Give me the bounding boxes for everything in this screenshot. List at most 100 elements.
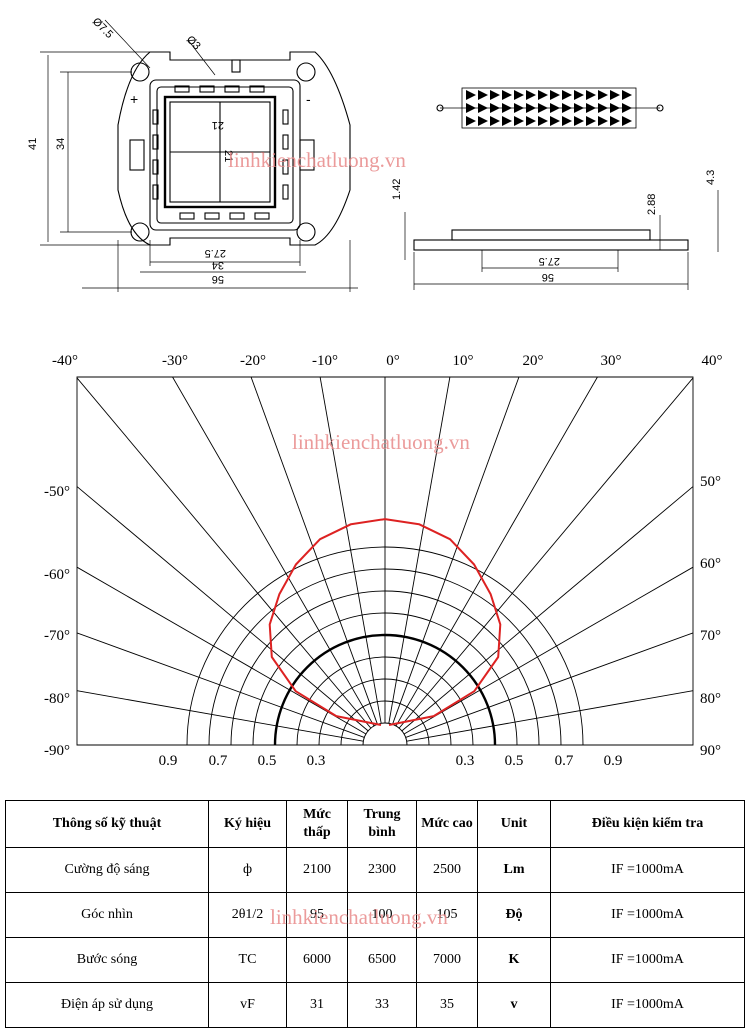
polar-spoke [76, 566, 367, 735]
dim-w-34: 34 [212, 259, 224, 271]
side-dim-43: 4.3 [705, 170, 717, 185]
col-header-symbol: Ký hiệu [208, 800, 287, 848]
angle-label-left: -70° [44, 628, 70, 644]
angle-label-right: 80° [700, 691, 721, 707]
polarity-plus: + [130, 91, 138, 107]
polar-spoke [405, 632, 694, 738]
polar-ring-reference [273, 633, 497, 746]
angle-label-right: 90° [700, 743, 721, 759]
dim-w-27: 27.5 [205, 247, 226, 259]
angle-label-right: 50° [700, 474, 721, 490]
cell-param: Góc nhìn [5, 892, 209, 938]
col-header-typ: Trung bình [347, 800, 417, 848]
cell-min: 2100 [286, 847, 348, 893]
cell-condition: IF =1000mA [550, 892, 745, 938]
polar-spoke [76, 377, 372, 729]
cell-typ: 2300 [347, 847, 417, 893]
cell-symbol: TC [208, 937, 287, 983]
diode-array [466, 90, 632, 126]
cell-max: 105 [416, 892, 478, 938]
cell-max: 35 [416, 982, 478, 1028]
cell-unit: Độ [477, 892, 551, 938]
polar-spoke [172, 376, 375, 727]
cell-min: 95 [286, 892, 348, 938]
polarity-minus: - [306, 91, 311, 107]
radial-label: 0.9 [159, 753, 178, 769]
cell-max: 7000 [416, 937, 478, 983]
col-header-condition: Điều kiện kiểm tra [550, 800, 745, 848]
polar-spoke [401, 486, 694, 732]
angle-label-top: -10° [312, 353, 338, 369]
polar-spoke [388, 376, 451, 724]
cell-condition: IF =1000mA [550, 982, 745, 1028]
polar-spoke [398, 377, 694, 729]
dim-h-outer: 41 [27, 138, 39, 150]
cell-symbol: ф [208, 847, 287, 893]
angle-label-right: 70° [700, 628, 721, 644]
col-header-min: Mức thấp [286, 800, 348, 848]
angle-label-top: 40° [702, 353, 723, 369]
side-dim-288: 2.88 [646, 194, 658, 215]
side-dim-56: 56 [542, 271, 554, 283]
polar-chart: -40°-30°-20°-10°0°10°20°30°40°-50°-60°-7… [44, 353, 723, 769]
angle-label-left: -60° [44, 567, 70, 583]
cell-symbol: 2θ1/2 [208, 892, 287, 938]
angle-label-top: -40° [52, 353, 78, 369]
watermark-bottom: linhkienchatluong.vn [270, 905, 448, 929]
radial-label: 0.3 [307, 753, 326, 769]
col-header-unit: Unit [477, 800, 551, 848]
polar-spoke [319, 376, 382, 724]
package-outline [117, 51, 351, 246]
spec-table: Thông số kỹ thuật Ký hiệu Mức thấp Trung… [5, 800, 745, 1028]
dim-sq-h: 21 [212, 119, 224, 131]
cell-condition: IF =1000mA [550, 937, 745, 983]
angle-label-left: -80° [44, 691, 70, 707]
intensity-curve [268, 518, 502, 726]
cell-unit: K [477, 937, 551, 983]
polar-spoke [392, 376, 520, 725]
angle-label-top: 30° [601, 353, 622, 369]
angle-label-left: -50° [44, 484, 70, 500]
watermark-top: linhkienchatluong.vn [228, 148, 406, 172]
cell-min: 31 [286, 982, 348, 1028]
angle-label-top: 0° [386, 353, 400, 369]
polar-spoke [76, 632, 365, 738]
cell-param: Cường độ sáng [5, 847, 209, 893]
angle-label-top: -30° [162, 353, 188, 369]
cell-min: 6000 [286, 937, 348, 983]
col-header-param: Thông số kỹ thuật [5, 800, 209, 848]
mechanical-drawing: Ø7.5 Ø3 41 34 21 21 27.5 34 56 + - 1.42 … [27, 16, 719, 292]
cell-unit: v [477, 982, 551, 1028]
dim-d2: Ø3 [184, 34, 203, 53]
angle-label-top: 20° [523, 353, 544, 369]
radial-label: 0.5 [505, 753, 524, 769]
cell-unit: Lm [477, 847, 551, 893]
cell-typ: 33 [347, 982, 417, 1028]
cell-typ: 6500 [347, 937, 417, 983]
radial-label: 0.7 [209, 753, 228, 769]
angle-label-top: 10° [453, 353, 474, 369]
radial-label: 0.5 [258, 753, 277, 769]
radial-label: 0.7 [555, 753, 574, 769]
cell-param: Bước sóng [5, 937, 209, 983]
side-view [404, 190, 719, 290]
side-dim-142: 1.42 [391, 179, 403, 200]
table-header-row: Thông số kỹ thuật Ký hiệu Mức thấp Trung… [5, 800, 745, 848]
angle-label-right: 60° [700, 556, 721, 572]
side-dim-275: 27.5 [539, 255, 560, 267]
dim-sq-v: 21 [222, 150, 234, 162]
dim-d1: Ø7.5 [90, 16, 115, 41]
polar-spoke [403, 566, 694, 735]
polar-spoke [250, 376, 378, 725]
angle-label-left: -90° [44, 743, 70, 759]
cell-condition: IF =1000mA [550, 847, 745, 893]
cell-symbol: vF [208, 982, 287, 1028]
col-header-max: Mức cao [416, 800, 478, 848]
watermark-middle: linhkienchatluong.vn [292, 430, 470, 454]
cell-param: Điện áp sử dụng [5, 982, 209, 1028]
dim-h-inner: 34 [55, 138, 67, 150]
